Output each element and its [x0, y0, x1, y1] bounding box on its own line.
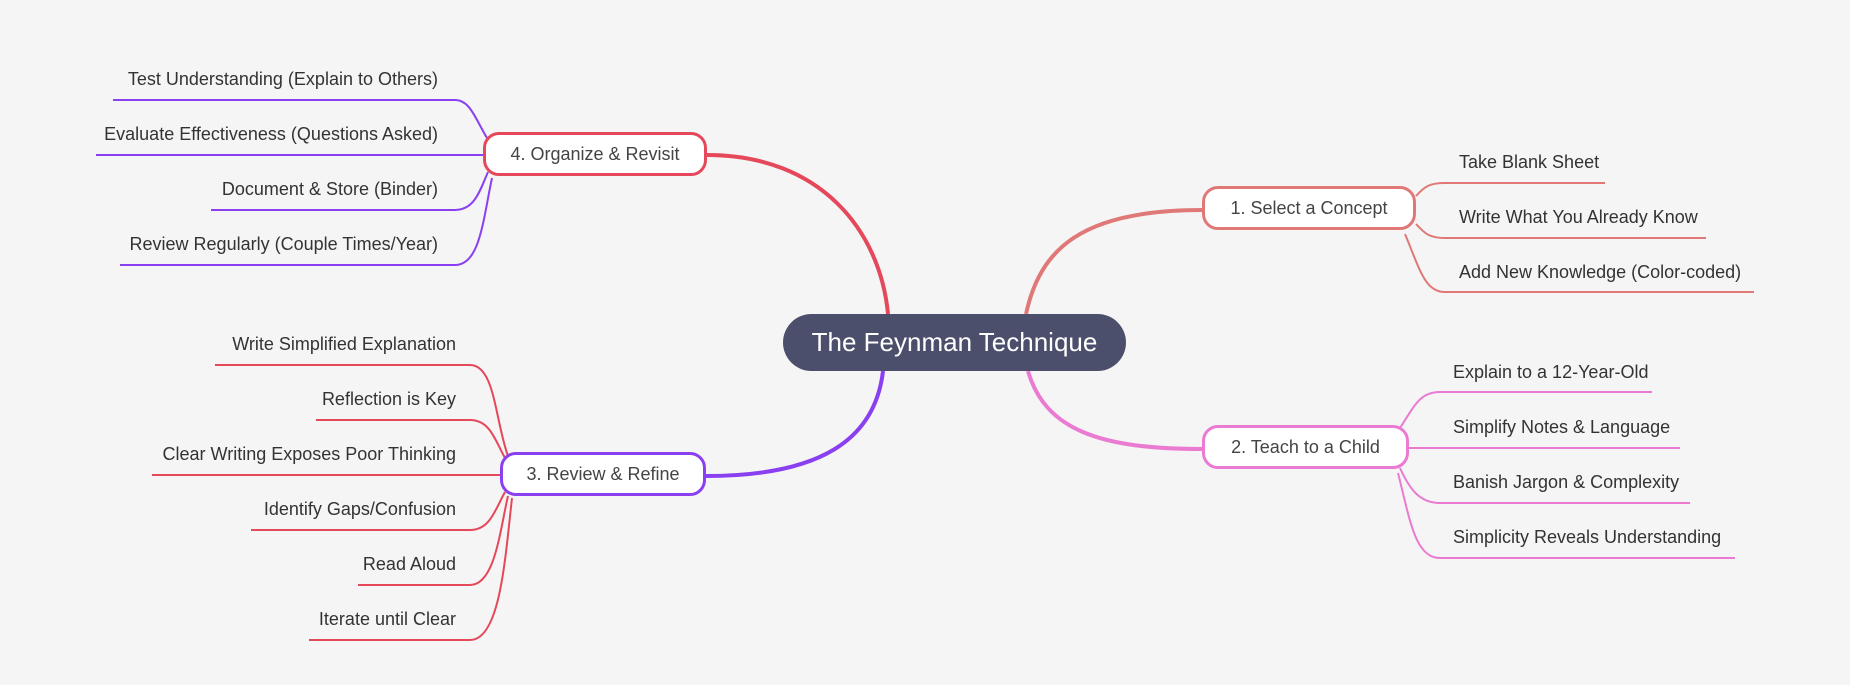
leaf-simplify-notes[interactable]: Simplify Notes & Language [1453, 417, 1671, 437]
leaf-write-simplified[interactable]: Write Simplified Explanation [232, 334, 456, 354]
leaf-simplicity-reveals[interactable]: Simplicity Reveals Understanding [1453, 527, 1722, 547]
leaf-banish-jargon[interactable]: Banish Jargon & Complexity [1453, 472, 1680, 492]
leaf-reflection-key[interactable]: Reflection is Key [321, 389, 456, 409]
branch-organize-revisit[interactable]: 4. Organize & Revisit [483, 132, 707, 176]
root-node[interactable]: The Feynman Technique [783, 314, 1126, 371]
leaf-explain-12-year-old[interactable]: Explain to a 12-Year-Old [1453, 362, 1649, 382]
leaf-take-blank-sheet[interactable]: Take Blank Sheet [1459, 152, 1600, 172]
leaf-read-aloud[interactable]: Read Aloud [362, 554, 456, 574]
leaf-document-store[interactable]: Document & Store (Binder) [221, 179, 438, 199]
leaf-test-understanding[interactable]: Test Understanding (Explain to Others) [127, 69, 438, 89]
branch-teach-child[interactable]: 2. Teach to a Child [1202, 425, 1409, 469]
leaf-evaluate-effectiveness[interactable]: Evaluate Effectiveness (Questions Asked) [104, 124, 438, 144]
branch-select-concept[interactable]: 1. Select a Concept [1202, 186, 1416, 230]
leaf-write-what-you-know[interactable]: Write What You Already Know [1459, 207, 1698, 227]
branch-review-refine[interactable]: 3. Review & Refine [500, 452, 706, 496]
leaf-clear-writing[interactable]: Clear Writing Exposes Poor Thinking [162, 444, 456, 464]
leaf-identify-gaps[interactable]: Identify Gaps/Confusion [263, 499, 456, 519]
leaf-review-regularly[interactable]: Review Regularly (Couple Times/Year) [129, 234, 438, 254]
leaf-iterate-until-clear[interactable]: Iterate until Clear [318, 609, 456, 629]
leaf-add-new-knowledge[interactable]: Add New Knowledge (Color-coded) [1459, 262, 1742, 282]
